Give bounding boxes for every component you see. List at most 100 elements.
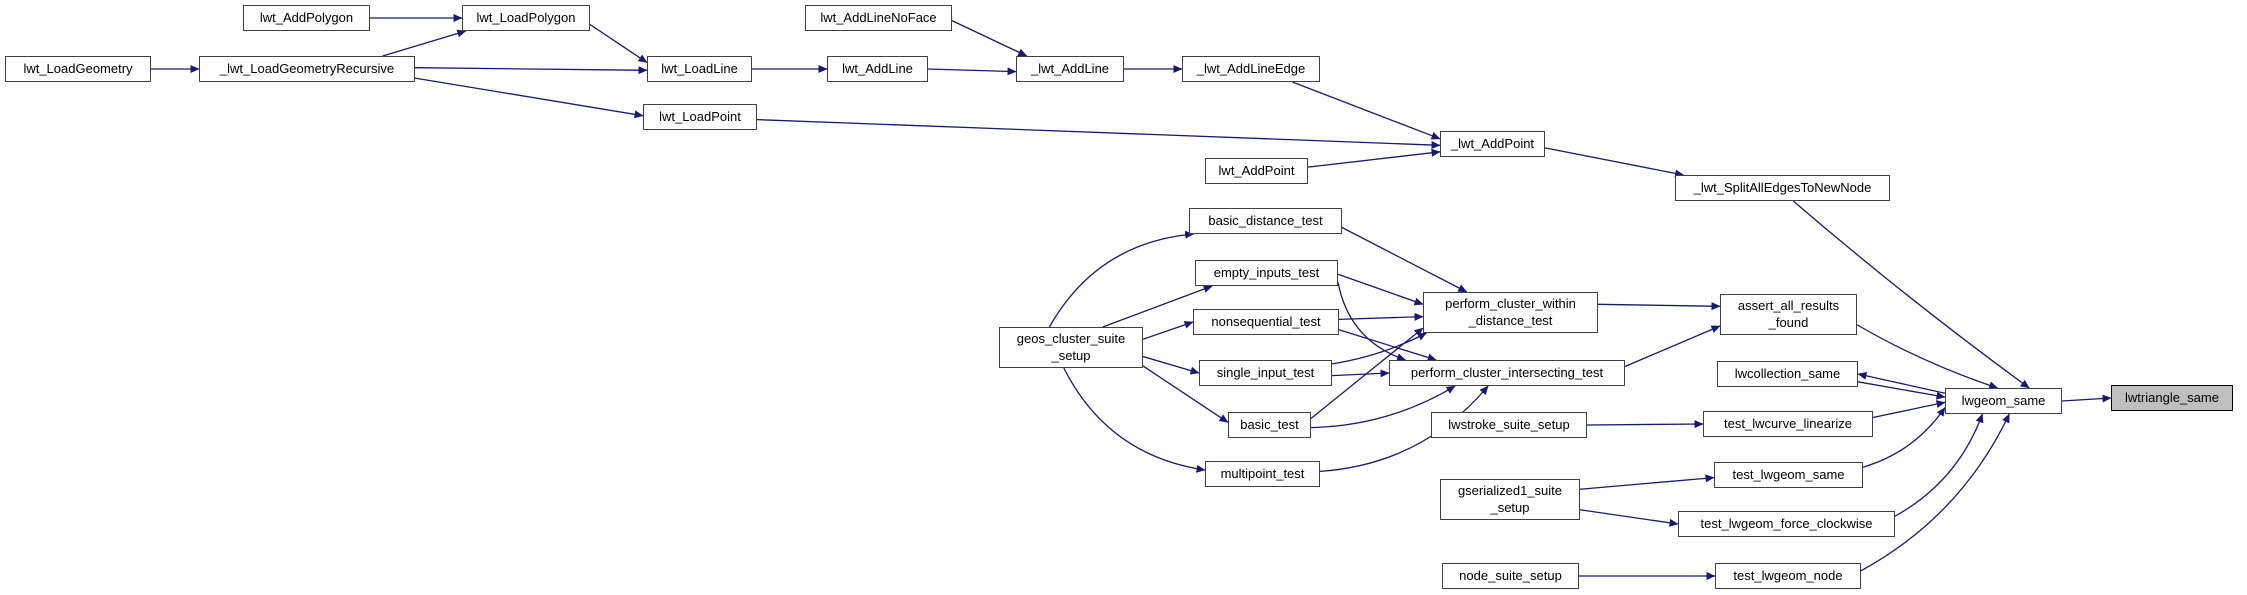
edge-_lwt_AddPoint-to-_lwt_SplitAllEdgesToNewNode xyxy=(1544,147,1685,178)
node-multipoint_test[interactable]: multipoint_test xyxy=(1205,461,1320,487)
node-label: node_suite_setup xyxy=(1459,567,1562,583)
node-label: _lwt_AddLineEdge xyxy=(1196,60,1306,76)
edge-_lwt_LoadGeometryRecursive-to-lwt_LoadPolygon xyxy=(382,29,467,57)
node-label: lwstroke_suite_setup xyxy=(1448,416,1570,432)
edge-assert_all_results_found-to-lwgeom_same xyxy=(1856,324,1999,390)
node-lwgeom_same[interactable]: lwgeom_same xyxy=(1945,388,2062,414)
edge-multipoint_test-to-perform_cluster_intersecting_test xyxy=(1319,385,1489,473)
node-node_suite_setup[interactable]: node_suite_setup xyxy=(1442,563,1579,589)
node-label: lwgeom_same xyxy=(1961,392,2046,408)
node-lwt_LoadLine[interactable]: lwt_LoadLine xyxy=(647,56,752,82)
node-_lwt_LoadGeometryRecursive[interactable]: _lwt_LoadGeometryRecursive xyxy=(199,56,415,82)
node-_lwt_SplitAllEdgesToNewNode[interactable]: _lwt_SplitAllEdgesToNewNode xyxy=(1675,175,1890,201)
edge-perform_cluster_within_distance_test-to-assert_all_results_found xyxy=(1597,302,1721,311)
edge-_lwt_LoadGeometryRecursive-to-lwt_LoadLine xyxy=(414,66,648,75)
edge-geos_cluster_suite_setup-to-empty_inputs_test xyxy=(1102,285,1213,328)
edge-lwgeom_same-to-lwcollection_same xyxy=(1857,371,1946,394)
edge-lwt_LoadPolygon-to-lwt_LoadLine xyxy=(589,23,648,64)
node-label: _lwt_LoadGeometryRecursive xyxy=(219,60,395,76)
node-label: lwcollection_same xyxy=(1734,365,1841,381)
edge-test_lwgeom_same-to-lwgeom_same xyxy=(1862,407,1946,468)
edge-geos_cluster_suite_setup-to-nonsequential_test xyxy=(1142,320,1194,340)
node-label: lwt_AddLineNoFace xyxy=(820,9,937,25)
node-lwstroke_suite_setup[interactable]: lwstroke_suite_setup xyxy=(1431,412,1587,438)
edge-test_lwgeom_node-to-lwgeom_same xyxy=(1860,413,2010,572)
edge-_lwt_AddLineEdge-to-_lwt_AddPoint xyxy=(1292,81,1441,140)
node-test_lwgeom_force_clockwise[interactable]: test_lwgeom_force_clockwise xyxy=(1678,511,1895,537)
node-lwt_LoadPoint[interactable]: lwt_LoadPoint xyxy=(643,104,757,130)
node-label: _lwt_AddLine xyxy=(1030,60,1110,76)
node-test_lwgeom_node[interactable]: test_lwgeom_node xyxy=(1715,563,1861,589)
node-label: _lwt_AddPoint xyxy=(1450,135,1535,151)
node-basic_distance_test[interactable]: basic_distance_test xyxy=(1189,208,1342,234)
node-test_lwgeom_same[interactable]: test_lwgeom_same xyxy=(1714,462,1863,488)
node-basic_test[interactable]: basic_test xyxy=(1228,412,1311,438)
node-label: lwt_AddPoint xyxy=(1218,162,1295,178)
node-label: basic_test xyxy=(1240,416,1299,432)
edge-lwgeom_same-to-lwtriangle_same xyxy=(2061,394,2112,403)
edge-empty_inputs_test-to-perform_cluster_intersecting_test xyxy=(1337,281,1406,362)
edge-basic_distance_test-to-perform_cluster_within_distance_test xyxy=(1341,226,1468,293)
edge-gserialized1_suite_setup-to-test_lwgeom_force_clockwise xyxy=(1579,509,1679,527)
node-label: lwt_LoadLine xyxy=(661,60,738,76)
node-single_input_test[interactable]: single_input_test xyxy=(1199,360,1332,386)
node-lwt_AddLineNoFace[interactable]: lwt_AddLineNoFace xyxy=(805,5,952,31)
node-label: _lwt_SplitAllEdgesToNewNode xyxy=(1693,179,1872,195)
edge-geos_cluster_suite_setup-to-multipoint_test xyxy=(1063,367,1206,473)
edge-single_input_test-to-perform_cluster_within_distance_test xyxy=(1331,332,1427,365)
node-label: gserialized1_suite _setup xyxy=(1457,483,1563,515)
edge-lwcollection_same-to-lwgeom_same xyxy=(1857,381,1946,400)
node-label: assert_all_results _found xyxy=(1737,298,1840,330)
node-label: test_lwgeom_same xyxy=(1732,466,1845,482)
edge-lwt_AddLineNoFace-to-_lwt_AddLine xyxy=(951,20,1028,57)
node-lwt_AddPoint[interactable]: lwt_AddPoint xyxy=(1205,158,1308,184)
node-label: lwtriangle_same xyxy=(2125,389,2219,405)
edge-geos_cluster_suite_setup-to-basic_test xyxy=(1142,365,1229,423)
node-label: test_lwgeom_force_clockwise xyxy=(1700,515,1873,531)
node-gserialized1_suite_setup[interactable]: gserialized1_suite _setup xyxy=(1440,479,1580,520)
edge-gserialized1_suite_setup-to-test_lwgeom_same xyxy=(1579,474,1715,490)
node-label: geos_cluster_suite _setup xyxy=(1016,331,1126,363)
node-label: lwt_AddLine xyxy=(842,60,913,76)
node-label: basic_distance_test xyxy=(1208,212,1323,228)
node-perform_cluster_within_distance_test[interactable]: perform_cluster_within _distance_test xyxy=(1423,292,1598,333)
node-label: lwt_LoadGeometry xyxy=(23,60,133,76)
edge-_lwt_LoadGeometryRecursive-to-lwt_LoadPoint xyxy=(414,77,644,119)
edge-test_lwgeom_force_clockwise-to-lwgeom_same xyxy=(1894,413,1984,517)
node-nonsequential_test[interactable]: nonsequential_test xyxy=(1193,309,1339,335)
node-lwt_AddLine[interactable]: lwt_AddLine xyxy=(827,56,928,82)
node-label: single_input_test xyxy=(1216,364,1315,380)
edge-perform_cluster_intersecting_test-to-assert_all_results_found xyxy=(1624,325,1721,368)
edge-test_lwcurve_linearize-to-lwgeom_same xyxy=(1872,400,1946,419)
node-_lwt_AddLine[interactable]: _lwt_AddLine xyxy=(1016,56,1124,82)
edge-single_input_test-to-perform_cluster_intersecting_test xyxy=(1331,369,1390,378)
edge-lwt_AddPoint-to-_lwt_AddPoint xyxy=(1307,148,1441,168)
node-label: lwt_LoadPolygon xyxy=(476,9,576,25)
node-test_lwcurve_linearize[interactable]: test_lwcurve_linearize xyxy=(1703,411,1873,437)
node-lwcollection_same[interactable]: lwcollection_same xyxy=(1717,361,1858,387)
edge-geos_cluster_suite_setup-to-basic_distance_test xyxy=(1048,230,1195,328)
edge-empty_inputs_test-to-perform_cluster_within_distance_test xyxy=(1337,273,1424,306)
node-empty_inputs_test[interactable]: empty_inputs_test xyxy=(1195,260,1338,286)
edge-basic_test-to-perform_cluster_within_distance_test xyxy=(1310,327,1424,420)
node-geos_cluster_suite_setup[interactable]: geos_cluster_suite _setup xyxy=(999,327,1143,368)
node-label: nonsequential_test xyxy=(1211,313,1321,329)
node-_lwt_AddLineEdge[interactable]: _lwt_AddLineEdge xyxy=(1182,56,1320,82)
node-lwt_LoadPolygon[interactable]: lwt_LoadPolygon xyxy=(462,5,590,31)
node-label: lwt_LoadPoint xyxy=(659,108,741,124)
node-assert_all_results_found[interactable]: assert_all_results _found xyxy=(1720,294,1857,335)
node-perform_cluster_intersecting_test[interactable]: perform_cluster_intersecting_test xyxy=(1389,360,1625,386)
node-label: perform_cluster_intersecting_test xyxy=(1410,364,1604,380)
node-lwt_LoadGeometry[interactable]: lwt_LoadGeometry xyxy=(5,56,151,82)
edge-geos_cluster_suite_setup-to-single_input_test xyxy=(1142,355,1200,375)
node-label: multipoint_test xyxy=(1220,465,1305,481)
node-_lwt_AddPoint[interactable]: _lwt_AddPoint xyxy=(1440,131,1545,157)
node-lwt_AddPolygon[interactable]: lwt_AddPolygon xyxy=(243,5,370,31)
node-label: lwt_AddPolygon xyxy=(259,9,354,25)
edge-basic_test-to-perform_cluster_intersecting_test xyxy=(1310,385,1456,429)
edge-lwt_AddLine-to-_lwt_AddLine xyxy=(927,67,1017,76)
node-label: test_lwgeom_node xyxy=(1733,567,1843,583)
edge-nonsequential_test-to-perform_cluster_within_distance_test xyxy=(1338,312,1424,321)
